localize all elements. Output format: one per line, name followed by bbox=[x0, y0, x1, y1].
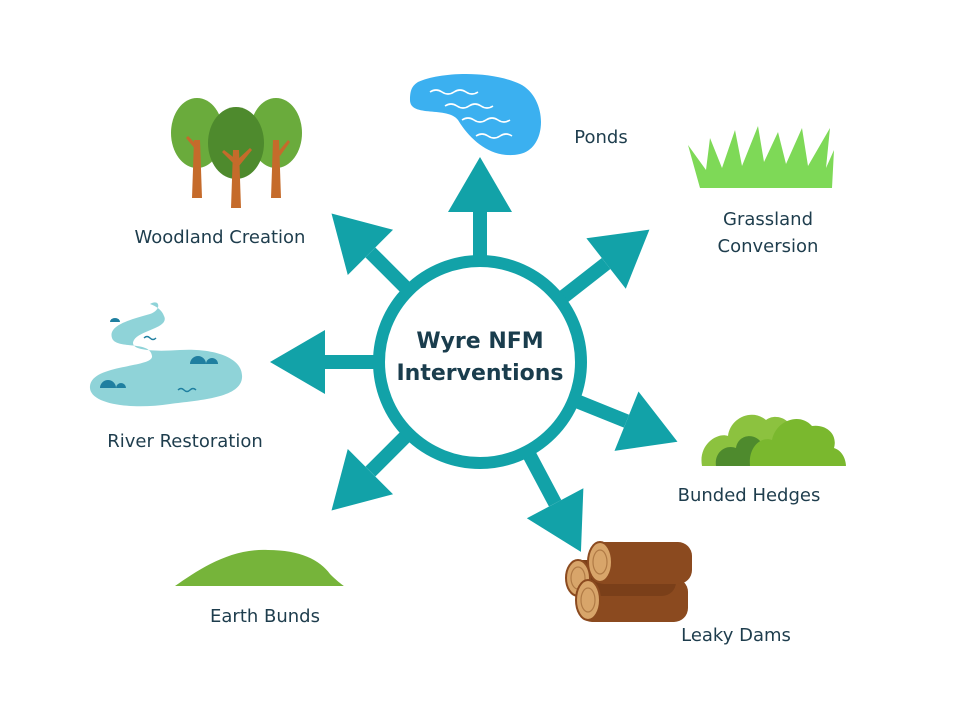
hub-title-line2: Interventions bbox=[396, 361, 564, 386]
arrow-hedges bbox=[570, 391, 678, 451]
label-grassland-line1: Grassland bbox=[723, 209, 813, 230]
label-woodland: Woodland Creation bbox=[134, 227, 306, 248]
logs-icon bbox=[565, 541, 692, 622]
label-river: River Restoration bbox=[107, 431, 263, 452]
pond-icon bbox=[410, 74, 541, 156]
arrow-river bbox=[270, 330, 380, 394]
arrow-dams bbox=[520, 447, 584, 552]
trees-icon bbox=[171, 98, 302, 208]
label-grassland: Grassland Conversion bbox=[698, 206, 838, 260]
label-ponds: Ponds bbox=[574, 127, 628, 148]
label-hedges: Bunded Hedges bbox=[677, 485, 821, 506]
hub-ring bbox=[373, 255, 587, 469]
arrow-bunds bbox=[331, 427, 415, 511]
grass-icon bbox=[688, 126, 834, 188]
hub-title: Wyre NFM Interventions bbox=[372, 326, 588, 390]
label-grassland-line2: Conversion bbox=[717, 236, 819, 257]
label-dams: Leaky Dams bbox=[681, 625, 791, 646]
arrow-ponds bbox=[448, 157, 512, 262]
arrow-grassland bbox=[554, 229, 650, 306]
arrow-woodland bbox=[331, 213, 415, 297]
earth-bund-icon bbox=[175, 549, 344, 586]
arrows bbox=[270, 157, 678, 552]
hedge-icon bbox=[701, 414, 846, 466]
river-icon bbox=[89, 302, 243, 407]
hub-title-line1: Wyre NFM bbox=[416, 329, 544, 354]
label-bunds: Earth Bunds bbox=[210, 606, 320, 627]
